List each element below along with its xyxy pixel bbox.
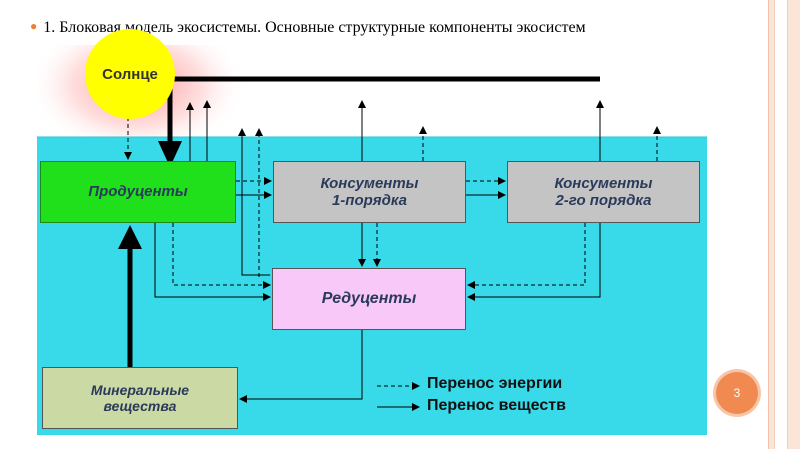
red-to-minerals-matter <box>239 330 363 403</box>
consumers1-box: Консументы 1-порядка <box>273 161 466 223</box>
bullet-icon: ● <box>30 19 38 33</box>
right-border-stripe <box>774 0 788 449</box>
right-decorative-border <box>768 0 800 449</box>
page-number-badge: 3 <box>716 372 758 414</box>
prod-to-red-link <box>241 223 270 276</box>
reducers-label: Редуценты <box>321 289 417 307</box>
prod-to-red-energy <box>172 223 271 289</box>
cons2-to-red-matter <box>467 223 601 301</box>
cons2-to-red-energy <box>467 223 586 289</box>
consumers1-label: Консументы 1-порядка <box>320 174 419 209</box>
sun-main-arrow-head <box>158 141 182 167</box>
minerals-to-prod-head <box>118 225 142 249</box>
sun: Солнце <box>85 29 175 119</box>
legend-energy-label: Перенос энергии <box>427 375 563 392</box>
consumers2-box: Консументы 2-го порядка <box>507 161 700 223</box>
ecosystem-block-diagram: Солнце Продуценты Консументы 1-порядка К… <box>37 29 707 435</box>
producers-box: Продуценты <box>40 161 236 223</box>
sun-label: Солнце <box>102 65 158 83</box>
prod-to-red-matter <box>154 223 271 301</box>
slide-title-text: 1. Блоковая модель экосистемы. Основные … <box>43 19 586 36</box>
page-number: 3 <box>733 386 741 400</box>
producers-label: Продуценты <box>88 183 188 201</box>
minerals-box: Минеральные вещества <box>42 367 238 429</box>
reducers-box: Редуценты <box>272 268 466 330</box>
slide-title: ● 1. Блоковая модель экосистемы. Основные… <box>30 19 586 37</box>
minerals-label: Минеральные вещества <box>90 381 190 414</box>
consumers2-label: Консументы 2-го порядка <box>554 174 653 209</box>
legend-matter-label: Перенос веществ <box>427 397 566 414</box>
